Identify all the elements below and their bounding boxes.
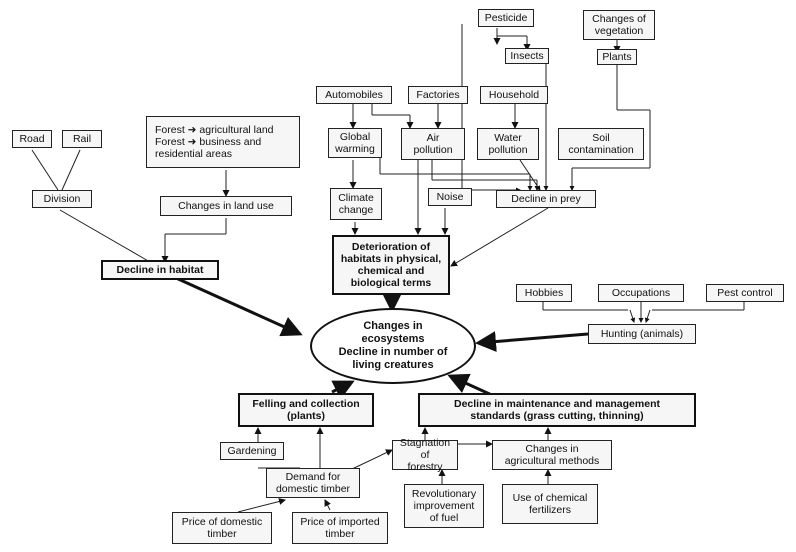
decline-in-prey-node: Decline in prey xyxy=(496,190,596,208)
stagnation-of-forestry-node: Stagnation of forestry xyxy=(392,437,458,473)
water-pollution-node: Water pollution xyxy=(477,128,539,160)
revolutionary-improvement-node: Revolutionary improvement of fuel xyxy=(404,484,484,528)
air-pollution-node: Air pollution xyxy=(401,128,465,160)
decline-in-habitat-node: Decline in habitat xyxy=(101,260,219,280)
pest-control-node: Pest control xyxy=(706,284,784,302)
changes-of-vegetation-node: Changes of vegetation xyxy=(583,10,655,40)
forest-conversion-node: Forest ➜ agricultural land Forest ➜ busi… xyxy=(146,116,300,168)
insects-node: Insects xyxy=(505,48,549,64)
plants-node: Plants xyxy=(597,49,637,65)
hobbies-node: Hobbies xyxy=(516,284,572,302)
soil-contamination-node: Soil contamination xyxy=(558,128,644,160)
road-node: Road xyxy=(12,130,52,148)
decline-in-maintenance-node: Decline in maintenance and management st… xyxy=(418,393,696,427)
noise-node: Noise xyxy=(428,188,472,206)
rail-node: Rail xyxy=(62,130,102,148)
household-node: Household xyxy=(480,86,548,104)
division-node: Division xyxy=(32,190,92,208)
factories-node: Factories xyxy=(408,86,468,104)
use-of-chemical-fertilizers-node: Use of chemical fertilizers xyxy=(502,484,598,524)
felling-and-collection-node: Felling and collection (plants) xyxy=(238,393,374,427)
hunting-animals-node: Hunting (animals) xyxy=(588,324,696,344)
demand-for-domestic-timber-node: Demand for domestic timber xyxy=(266,468,360,498)
automobiles-node: Automobiles xyxy=(316,86,392,104)
gardening-node: Gardening xyxy=(220,442,284,460)
price-of-imported-timber-node: Price of imported timber xyxy=(292,512,388,544)
deterioration-of-habitats-node: Deterioration of habitats in physical, c… xyxy=(332,235,450,295)
occupations-node: Occupations xyxy=(598,284,684,302)
climate-change-node: Climate change xyxy=(330,188,382,220)
changes-in-agricultural-methods-node: Changes in agricultural methods xyxy=(492,440,612,470)
changes-in-land-use-node: Changes in land use xyxy=(160,196,292,216)
pesticide-node: Pesticide xyxy=(478,9,534,27)
price-of-domestic-timber-node: Price of domestic timber xyxy=(172,512,272,544)
central-ecosystem-ellipse: Changes in ecosystems Decline in number … xyxy=(310,308,476,384)
global-warming-node: Global warming xyxy=(328,128,382,158)
